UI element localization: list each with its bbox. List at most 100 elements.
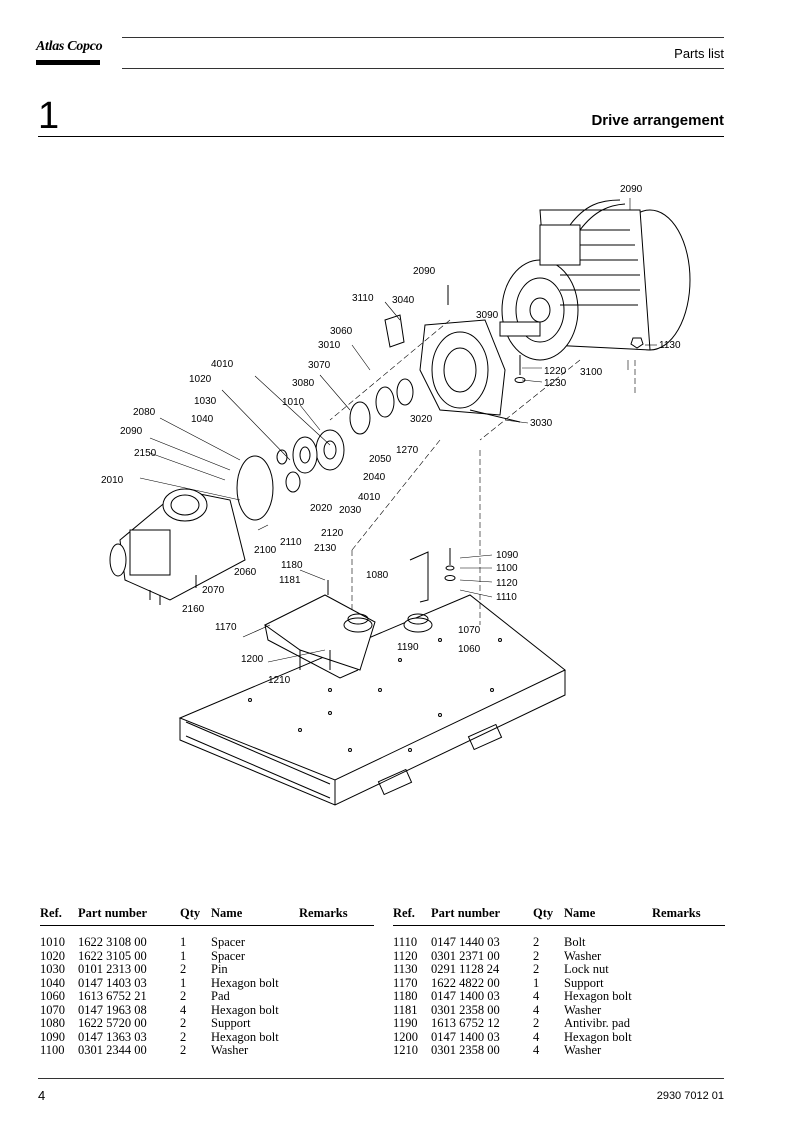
column-ref: Ref. bbox=[40, 906, 78, 926]
callout-2150: 2150 bbox=[134, 448, 157, 459]
callout-2030: 2030 bbox=[339, 505, 362, 516]
qty-cell: 2 bbox=[180, 1043, 187, 1057]
callout-2040: 2040 bbox=[363, 472, 386, 483]
qty-cell: 1 bbox=[180, 948, 187, 963]
ref-cell: 1030 bbox=[40, 962, 65, 976]
ref-cell: 1110 bbox=[393, 935, 418, 949]
remarks-cell bbox=[299, 1017, 374, 1031]
callout-2020: 2020 bbox=[310, 503, 333, 514]
qty-cell: 1 bbox=[180, 975, 187, 990]
part-number-cell: 0301 2358 00 bbox=[431, 1043, 500, 1057]
name-cell: Hexagon bolt bbox=[564, 1029, 632, 1044]
callout-2060: 2060 bbox=[234, 567, 257, 578]
callout-1040: 1040 bbox=[191, 414, 214, 425]
parts-table-header: Ref. Part number Qty Name Remarks bbox=[40, 906, 374, 926]
qty-cell: 4 bbox=[533, 989, 540, 1003]
column-qty: Qty bbox=[533, 906, 564, 926]
brand-name: Atlas Copco bbox=[36, 39, 103, 54]
ref-cell: 1190 bbox=[393, 1016, 418, 1030]
gears bbox=[236, 314, 414, 521]
name-cell: Hexagon bolt bbox=[211, 975, 279, 990]
ref-cell: 1181 bbox=[393, 1002, 418, 1017]
callout-3060: 3060 bbox=[330, 326, 353, 337]
qty-cell: 2 bbox=[180, 989, 187, 1003]
electric-motor bbox=[499, 199, 691, 361]
qty-cell: 2 bbox=[533, 962, 540, 976]
remarks-cell bbox=[652, 963, 725, 977]
title-rule bbox=[38, 136, 724, 137]
base-frame bbox=[178, 594, 566, 806]
remarks-cell bbox=[299, 990, 374, 1004]
atlas-copco-logo: Atlas Copco bbox=[36, 39, 103, 68]
qty-cell: 2 bbox=[180, 962, 187, 976]
callout-1180: 1180 bbox=[281, 560, 303, 571]
qty-cell: 2 bbox=[533, 1016, 540, 1030]
part-number-cell: 1622 3108 00 bbox=[78, 935, 147, 949]
callout-2090-motor: 2090 bbox=[620, 184, 643, 195]
column-name: Name bbox=[564, 906, 652, 926]
remarks-cell bbox=[299, 926, 374, 950]
callout-1070: 1070 bbox=[458, 625, 481, 636]
remarks-cell bbox=[652, 977, 725, 991]
part-number-cell: 1613 6752 21 bbox=[78, 989, 147, 1003]
ref-cell: 1170 bbox=[393, 975, 418, 990]
name-cell: Support bbox=[211, 1016, 251, 1030]
qty-cell: 4 bbox=[533, 1043, 540, 1057]
ref-cell: 1060 bbox=[40, 989, 65, 1003]
callout-1170: 1170 bbox=[215, 622, 237, 633]
qty-cell: 4 bbox=[180, 1002, 187, 1017]
name-cell: Spacer bbox=[211, 935, 246, 949]
remarks-cell bbox=[652, 1044, 725, 1058]
ref-cell: 1130 bbox=[393, 962, 418, 976]
callout-3100: 3100 bbox=[580, 367, 603, 378]
drive-arrangement-drawing: 2090 2090 3110 3040 3090 3060 3010 1130 … bbox=[101, 184, 691, 806]
chapter-number: 1 bbox=[38, 95, 60, 137]
part-number-cell: 0147 1963 08 bbox=[78, 1002, 147, 1017]
callout-1220: 1220 bbox=[544, 366, 567, 377]
name-cell: Pin bbox=[211, 962, 228, 976]
ref-cell: 1180 bbox=[393, 989, 418, 1003]
name-cell: Spacer bbox=[211, 948, 246, 963]
section-label: Parts list bbox=[674, 46, 724, 61]
qty-cell: 2 bbox=[533, 935, 540, 949]
remarks-cell bbox=[299, 977, 374, 991]
ref-cell: 1100 bbox=[40, 1043, 65, 1057]
ref-cell: 1210 bbox=[393, 1043, 418, 1057]
remarks-cell bbox=[299, 1044, 374, 1058]
name-cell: Lock nut bbox=[564, 962, 609, 976]
qty-cell: 1 bbox=[533, 975, 540, 990]
parts-table-header: Ref. Part number Qty Name Remarks bbox=[393, 906, 725, 926]
name-cell: Support bbox=[564, 975, 604, 990]
part-number-cell: 0147 1400 03 bbox=[431, 1029, 500, 1044]
name-cell: Washer bbox=[211, 1043, 249, 1057]
ref-cell: 1010 bbox=[40, 935, 65, 949]
callout-2110: 2110 bbox=[280, 537, 302, 548]
part-number-cell: 0147 1403 03 bbox=[78, 975, 147, 990]
callout-2010: 2010 bbox=[101, 475, 124, 486]
ref-cell: 1200 bbox=[393, 1029, 418, 1044]
callout-1100: 1100 bbox=[496, 563, 518, 574]
header-bottom-rule bbox=[122, 68, 724, 69]
callout-3020: 3020 bbox=[410, 414, 433, 425]
remarks-cell bbox=[299, 1031, 374, 1045]
part-number-cell: 1622 5720 00 bbox=[78, 1016, 147, 1030]
callout-3110: 3110 bbox=[352, 293, 374, 304]
callout-1030: 1030 bbox=[194, 396, 217, 407]
ref-cell: 1080 bbox=[40, 1016, 65, 1030]
remarks-cell bbox=[652, 1031, 725, 1045]
qty-cell: 2 bbox=[180, 1029, 187, 1044]
callout-1110: 1110 bbox=[496, 592, 517, 603]
callout-2130: 2130 bbox=[314, 543, 337, 554]
remarks-cell bbox=[299, 1004, 374, 1018]
remarks-cell bbox=[652, 926, 725, 950]
name-cell: Washer bbox=[564, 1002, 602, 1017]
callout-1010: 1010 bbox=[282, 397, 305, 408]
